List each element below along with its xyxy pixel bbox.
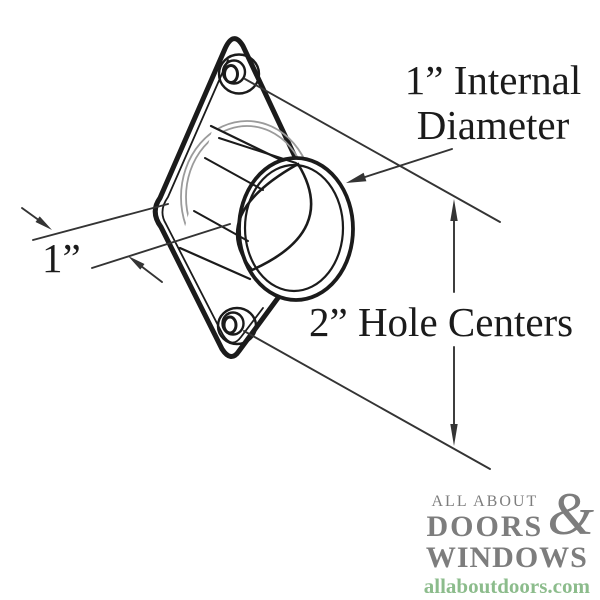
tube-front-rim-outer	[237, 156, 355, 302]
hole-centers-extension-bottom	[243, 330, 491, 470]
logo-word-windows: WINDOWS	[425, 541, 588, 574]
depth-extension-line-upper	[32, 203, 169, 241]
logo-url: allaboutdoors.com	[423, 574, 590, 598]
bore-wall-line-middle	[204, 157, 264, 191]
internal-diameter-label-line2: Diameter	[417, 102, 570, 148]
logo-top-rows: ALL ABOUT DOORS &	[424, 484, 594, 544]
bore-opening	[235, 162, 313, 272]
tube-bottom-edge	[178, 246, 252, 281]
internal-diameter-leader-line	[361, 148, 453, 179]
flange-inner-edge	[161, 59, 264, 344]
internal-diameter-label-line1: 1” Internal	[405, 57, 581, 103]
socket-depth-label: 1”	[42, 235, 81, 281]
top-screw-hole-shadow	[223, 64, 239, 84]
bore-wall-line-top	[218, 137, 297, 164]
brand-logo: ALL ABOUT DOORS & WINDOWS allaboutdoors.…	[423, 484, 594, 598]
hole-centers-arrow-up	[450, 199, 458, 221]
top-screw-hole-bore	[221, 59, 247, 85]
bottom-screw-hole	[216, 306, 258, 346]
hole-centers-extension-top	[244, 78, 501, 223]
hole-centers-arrow-down	[450, 424, 458, 446]
depth-extension-line-lower	[91, 223, 231, 269]
depth-arrow-upper-head	[35, 216, 52, 230]
logo-word-doors: DOORS	[426, 510, 544, 543]
top-screw-hole-counterbore	[217, 53, 261, 95]
internal-diameter-leader-arrow	[346, 172, 367, 183]
logo-tagline: ALL ABOUT	[431, 493, 539, 510]
depth-arrow-lower-tail	[140, 265, 163, 283]
depth-arrow-upper-tail	[21, 207, 41, 222]
hole-centers-label: 2” Hole Centers	[309, 299, 573, 345]
logo-ampersand: &	[547, 481, 594, 547]
bottom-screw-hole-counterbore	[216, 306, 258, 346]
bottom-screw-hole-bore	[221, 311, 245, 336]
top-screw-hole	[217, 53, 261, 95]
bottom-screw-hole-shadow	[222, 315, 238, 335]
depth-arrow-lower-head	[128, 256, 145, 270]
